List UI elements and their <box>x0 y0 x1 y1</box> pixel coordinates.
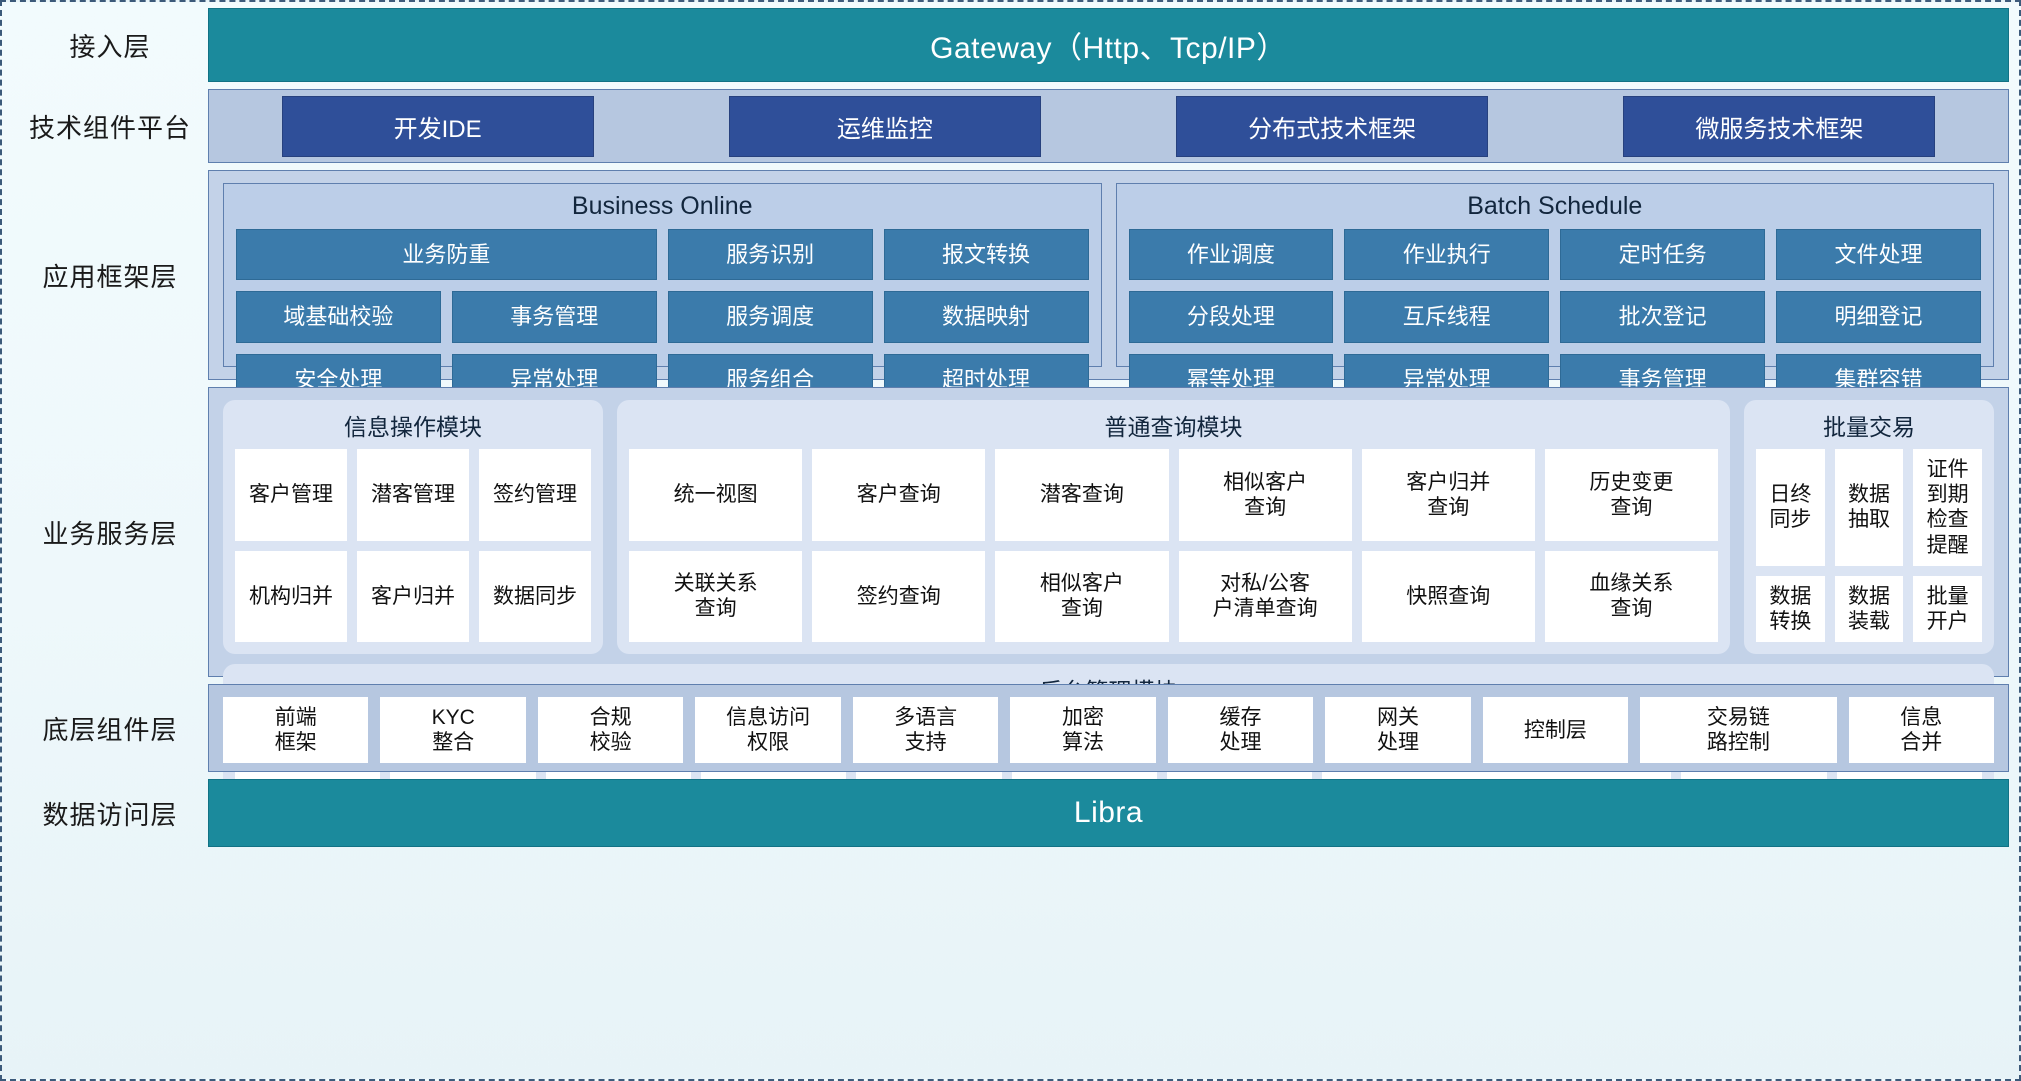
module-info-operation: 信息操作模块 客户管理 潜客管理 签约管理 机构归并 客户归并 数据同步 <box>223 400 603 655</box>
cell-eod-sync[interactable]: 日终 同步 <box>1756 449 1825 566</box>
cell-info-access-permission[interactable]: 信息访问 权限 <box>695 697 841 764</box>
cell-org-merge[interactable]: 机构归并 <box>235 550 347 643</box>
cell-private-public-list-query[interactable]: 对私/公客 户清单查询 <box>1178 550 1352 643</box>
app-framework-strip: Business Online 业务防重 服务识别 报文转换 域基础校验 事务管… <box>208 170 2009 405</box>
cell-domain-validate[interactable]: 域基础校验 <box>236 291 441 343</box>
cell-snapshot-query[interactable]: 快照查询 <box>1361 550 1535 643</box>
cell-compliance-check[interactable]: 合规 校验 <box>537 697 684 764</box>
layer-row-access: 接入层 Gateway（Http、Tcp/IP） <box>12 8 2009 82</box>
module-title-general-query: 普通查询模块 <box>1104 414 1243 440</box>
info-operation-grid: 客户管理 潜客管理 签约管理 机构归并 客户归并 数据同步 <box>235 449 591 643</box>
batch-transaction-grid: 日终 同步 数据 抽取 证件到期 检查提醒 数据 转换 数据 装载 批量 开户 <box>1756 449 1982 643</box>
cell-data-transform[interactable]: 数据 转换 <box>1756 575 1825 643</box>
cell-prospect-mgmt[interactable]: 潜客管理 <box>357 449 469 541</box>
cell-message-transform[interactable]: 报文转换 <box>883 229 1089 281</box>
module-title-info-operation: 信息操作模块 <box>344 414 482 440</box>
cell-data-load[interactable]: 数据 装载 <box>1834 575 1904 643</box>
cell-timed-task[interactable]: 定时任务 <box>1560 229 1766 281</box>
gateway-bar[interactable]: Gateway（Http、Tcp/IP） <box>208 8 2009 82</box>
libra-bar[interactable]: Libra <box>208 779 2009 847</box>
cell-job-execute[interactable]: 作业执行 <box>1344 229 1550 281</box>
layer-label-tech: 技术组件平台 <box>28 112 191 143</box>
tech-chip-microservice-framework[interactable]: 微服务技术框架 <box>1623 95 1936 157</box>
cell-similar-customer-query[interactable]: 相似客户 查询 <box>1178 449 1352 541</box>
cell-contract-query[interactable]: 签约查询 <box>812 550 986 643</box>
business-online-grid: 业务防重 服务识别 报文转换 域基础校验 事务管理 服务调度 数据映射 安全处理… <box>236 229 1089 405</box>
cell-service-dispatch[interactable]: 服务调度 <box>667 291 873 343</box>
cell-lineage-query[interactable]: 血缘关系 查询 <box>1544 550 1718 643</box>
cell-control-layer[interactable]: 控制层 <box>1482 697 1629 764</box>
cell-encryption-algorithm[interactable]: 加密 算法 <box>1010 697 1156 764</box>
cell-multilanguage-support[interactable]: 多语言 支持 <box>852 697 999 764</box>
tech-chip-ide[interactable]: 开发IDE <box>281 95 594 157</box>
batch-schedule-grid: 作业调度 作业执行 定时任务 文件处理 分段处理 互斥线程 批次登记 明细登记 … <box>1128 229 1981 405</box>
business-service-strip: 信息操作模块 客户管理 潜客管理 签约管理 机构归并 客户归并 数据同步 <box>208 387 2009 792</box>
layer-label-business: 业务服务层 <box>42 518 178 549</box>
cell-customer-merge-query[interactable]: 客户归并 查询 <box>1361 449 1535 541</box>
cell-relation-query[interactable]: 关联关系 查询 <box>629 550 803 643</box>
cell-prospect-query[interactable]: 潜客查询 <box>995 449 1169 541</box>
cell-data-mapping[interactable]: 数据映射 <box>883 291 1089 343</box>
component-layer-strip: 前端 框架 KYC 整合 合规 校验 信息访问 权限 多语言 支持 加密 算法 … <box>208 684 2009 772</box>
cell-job-schedule[interactable]: 作业调度 <box>1128 229 1334 281</box>
cell-info-merge[interactable]: 信息 合并 <box>1848 697 1994 764</box>
cell-business-dedup[interactable]: 业务防重 <box>236 229 657 281</box>
tech-chip-distributed-framework[interactable]: 分布式技术框架 <box>1176 95 1489 157</box>
layer-label-access: 接入层 <box>69 31 151 62</box>
cell-detail-register[interactable]: 明细登记 <box>1776 291 1981 343</box>
cell-contract-mgmt[interactable]: 签约管理 <box>479 449 591 541</box>
cell-kyc-integration[interactable]: KYC 整合 <box>380 697 526 764</box>
layer-row-tech: 技术组件平台 开发IDE 运维监控 分布式技术框架 微服务技术框架 <box>12 89 2009 163</box>
cell-similar-customer-query-2[interactable]: 相似客户 查询 <box>995 550 1169 643</box>
module-title-batch-transaction: 批量交易 <box>1823 414 1915 440</box>
cell-service-identify[interactable]: 服务识别 <box>667 229 873 281</box>
cell-batch-register[interactable]: 批次登记 <box>1560 291 1766 343</box>
layer-row-app: 应用框架层 Business Online 业务防重 服务识别 报文转换 域基础… <box>12 170 2009 405</box>
cell-data-sync[interactable]: 数据同步 <box>479 550 591 643</box>
layer-row-data: 数据访问层 Libra <box>12 779 2009 847</box>
cell-customer-query[interactable]: 客户查询 <box>812 449 986 541</box>
tech-platform-strip: 开发IDE 运维监控 分布式技术框架 微服务技术框架 <box>208 89 2009 163</box>
cell-batch-account-open[interactable]: 批量 开户 <box>1913 575 1982 643</box>
general-query-grid: 统一视图 客户查询 潜客查询 相似客户 查询 客户归并 查询 历史变更 查询 关… <box>629 449 1718 643</box>
cell-gateway-processing[interactable]: 网关 处理 <box>1325 697 1471 764</box>
layer-label-data: 数据访问层 <box>42 799 178 830</box>
cell-certificate-expiry-reminder[interactable]: 证件到期 检查提醒 <box>1913 449 1982 566</box>
cell-data-extract[interactable]: 数据 抽取 <box>1834 449 1904 566</box>
cell-unified-view[interactable]: 统一视图 <box>629 449 803 541</box>
cell-transaction-mgmt[interactable]: 事务管理 <box>451 291 657 343</box>
tech-chip-ops-monitor[interactable]: 运维监控 <box>728 95 1041 157</box>
cell-frontend-framework[interactable]: 前端 框架 <box>223 697 369 764</box>
module-batch-transaction: 批量交易 日终 同步 数据 抽取 证件到期 检查提醒 数据 转换 数据 装载 批… <box>1744 400 1994 655</box>
cell-file-process[interactable]: 文件处理 <box>1776 229 1981 281</box>
cell-transaction-chain-control[interactable]: 交易链 路控制 <box>1640 697 1837 764</box>
cell-customer-mgmt[interactable]: 客户管理 <box>235 449 347 541</box>
cell-customer-merge[interactable]: 客户归并 <box>357 550 469 643</box>
business-modules-row: 信息操作模块 客户管理 潜客管理 签约管理 机构归并 客户归并 数据同步 <box>223 400 1994 655</box>
cell-segment-process[interactable]: 分段处理 <box>1128 291 1334 343</box>
cell-history-change-query[interactable]: 历史变更 查询 <box>1544 449 1718 541</box>
panel-title-batch-schedule: Batch Schedule <box>1467 192 1643 220</box>
cell-mutex-thread[interactable]: 互斥线程 <box>1344 291 1550 343</box>
panel-business-online: Business Online 业务防重 服务识别 报文转换 域基础校验 事务管… <box>223 183 1102 405</box>
layer-label-app: 应用框架层 <box>42 261 178 292</box>
module-general-query: 普通查询模块 统一视图 客户查询 潜客查询 相似客户 查询 客户归并 查询 历史… <box>617 400 1730 655</box>
panel-batch-schedule: Batch Schedule 作业调度 作业执行 定时任务 文件处理 分段处理 … <box>1115 183 1994 405</box>
layer-label-components: 底层组件层 <box>42 714 178 745</box>
layer-row-business: 业务服务层 信息操作模块 客户管理 潜客管理 签约管理 机构归并 客户归并 <box>12 387 2009 792</box>
cell-cache-processing[interactable]: 缓存 处理 <box>1167 697 1314 764</box>
layer-row-components: 底层组件层 前端 框架 KYC 整合 合规 校验 信息访问 权限 多语言 支持 … <box>12 684 2009 772</box>
panel-title-business-online: Business Online <box>571 192 753 220</box>
